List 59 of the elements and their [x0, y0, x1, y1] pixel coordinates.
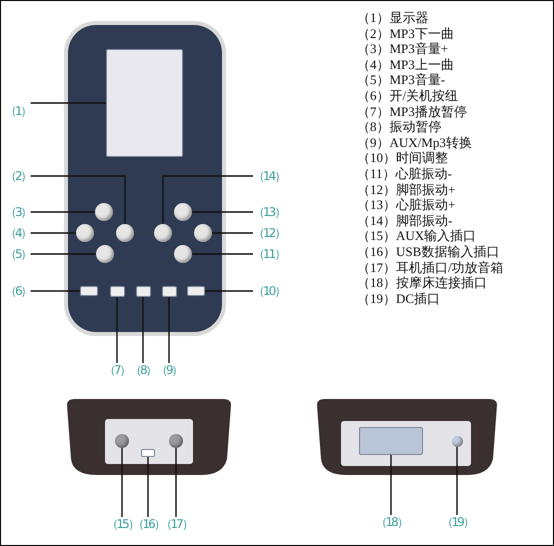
key-list-item: （19）DC插口: [357, 290, 440, 306]
callout-number: （14）: [253, 169, 284, 183]
callout-number: （5）: [5, 247, 31, 261]
key-list-item: （14）脚部振动-: [357, 212, 452, 228]
leader-line: [116, 296, 118, 363]
leader-line: [390, 455, 392, 515]
key-list-item: （9）AUX/Mp3转换: [357, 134, 472, 150]
leader-line: [121, 448, 123, 517]
leader-line: [30, 232, 76, 234]
leader-line: [30, 102, 106, 104]
callout-number: （8）: [130, 363, 156, 377]
key-list-item: （17）耳机插口/功放音箱: [357, 260, 504, 276]
callout-number: （19）: [442, 515, 473, 529]
callout-number: （3）: [5, 205, 31, 219]
leader-line: [168, 296, 170, 363]
display-screen: [106, 49, 183, 157]
key-list-item: （10）时间调整: [357, 150, 448, 166]
key-button: [80, 286, 98, 296]
callout-number: （10）: [253, 284, 284, 298]
usb-port: [141, 449, 155, 457]
key-button: [187, 286, 205, 296]
key-list-item: （6）开/关机按纽: [357, 88, 458, 104]
leader-line: [30, 175, 126, 224]
key-list-item: （15）AUX输入插口: [357, 228, 476, 244]
leader-line: [142, 296, 144, 363]
key-list-item: （13）心脏振动+: [357, 197, 456, 213]
key-list-item: （16）USB数据输入插口: [357, 244, 500, 260]
callout-number: （12）: [253, 226, 284, 240]
key-list-item: （4）MP3上一曲: [357, 56, 454, 72]
leader-line: [162, 175, 253, 224]
callout-number: （7）: [104, 363, 130, 377]
key-list-item: （11）心脏振动-: [357, 166, 452, 182]
leader-line: [30, 211, 95, 213]
callout-number: （18）: [376, 515, 407, 529]
leader-line: [192, 211, 253, 213]
key-list-item: （2）MP3下一曲: [357, 26, 454, 42]
leader-line: [212, 232, 253, 234]
key-list-item: （8）振动暂停: [357, 119, 442, 135]
key-list-item: （12）脚部振动+: [357, 182, 456, 198]
callout-number: （1）: [5, 104, 31, 118]
leader-line: [205, 290, 253, 292]
key-list-item: （7）MP3播放暂停: [357, 104, 467, 120]
callout-number: （4）: [5, 226, 31, 240]
key-list-item: （1）显示器: [357, 10, 428, 26]
key-list-item: （3）MP3音量+: [357, 41, 448, 57]
callout-number: （11）: [253, 247, 284, 261]
callout-number: （6）: [5, 284, 31, 298]
callout-number: （2）: [5, 169, 31, 183]
key-list-item: （18）按摩床连接插口: [357, 275, 487, 291]
callout-number: （9）: [156, 363, 182, 377]
leader-line: [456, 446, 458, 515]
leader-line: [147, 457, 149, 517]
callout-number: （13）: [253, 205, 284, 219]
leader-line: [30, 253, 96, 255]
serial-connector: [359, 427, 423, 455]
leader-line: [192, 253, 253, 255]
leader-line: [30, 290, 80, 292]
leader-line: [175, 448, 177, 517]
key-list-item: （5）MP3音量-: [357, 72, 446, 88]
